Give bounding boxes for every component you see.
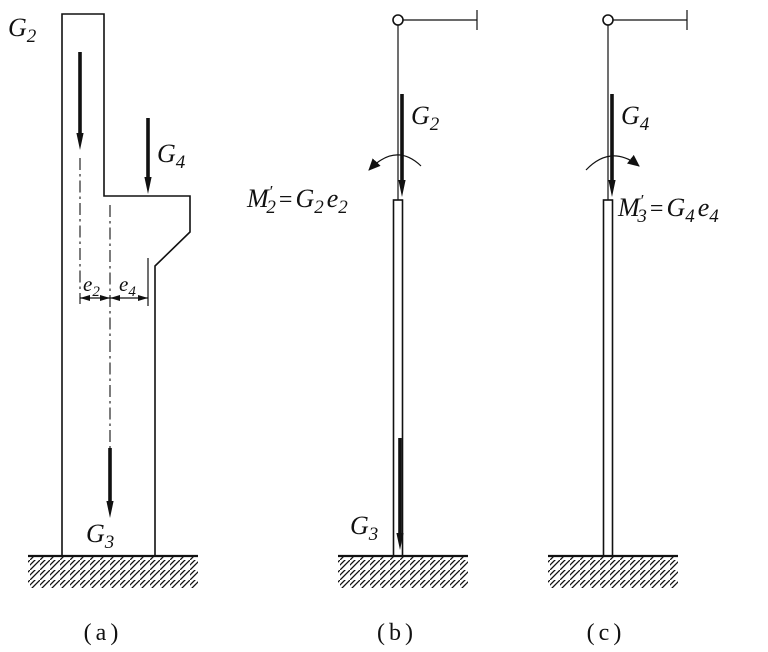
load-arrow-g3-a-head	[106, 501, 114, 518]
ground-hatch-c	[548, 557, 678, 588]
label-g2-a: G2	[8, 13, 37, 47]
caption-c: (c)	[587, 620, 626, 646]
figure-a: G2 G4 G3 e2 e4 (a)	[8, 13, 198, 646]
pin-support-icon-b	[392, 14, 404, 26]
load-arrow-g4-a	[144, 118, 152, 194]
label-g2-b: G2	[411, 101, 440, 135]
ground-hatch-a	[28, 557, 198, 588]
moment-arrow-b	[368, 154, 422, 171]
moment-arrow-c	[585, 154, 640, 171]
dim-arrow-mid-right-icon	[100, 295, 110, 301]
load-arrow-g4-c-head	[608, 180, 616, 197]
label-e4: e4	[119, 272, 136, 300]
label-g3-a: G3	[86, 519, 114, 553]
caption-a: (a)	[84, 620, 123, 646]
pin-support-icon-c	[602, 14, 614, 26]
load-arrow-g2-a-head	[76, 133, 84, 150]
dim-arrow-left-icon	[80, 295, 90, 301]
dim-arrow-right-icon	[138, 295, 148, 301]
load-arrow-g3-b-head	[396, 533, 404, 550]
eccentricity-dimension	[80, 295, 148, 301]
load-arrow-g2-b-head	[398, 180, 406, 197]
load-arrow-g4-c	[608, 94, 616, 197]
ground-hatch-b	[338, 557, 468, 588]
label-e2: e2	[83, 272, 100, 300]
caption-b: (b)	[377, 620, 417, 646]
load-arrow-g2-b	[398, 94, 406, 197]
load-arrow-g3-b	[396, 438, 404, 550]
label-g4-c: G4	[621, 101, 650, 135]
column-body-c	[602, 199, 614, 557]
label-g4-a: G4	[157, 139, 186, 173]
load-arrow-g4-a-head	[144, 177, 152, 194]
dim-arrow-mid-left-icon	[110, 295, 120, 301]
load-arrow-g3-a	[106, 448, 114, 518]
load-arrow-g2-a	[76, 52, 84, 150]
label-g3-b: G3	[350, 511, 378, 545]
